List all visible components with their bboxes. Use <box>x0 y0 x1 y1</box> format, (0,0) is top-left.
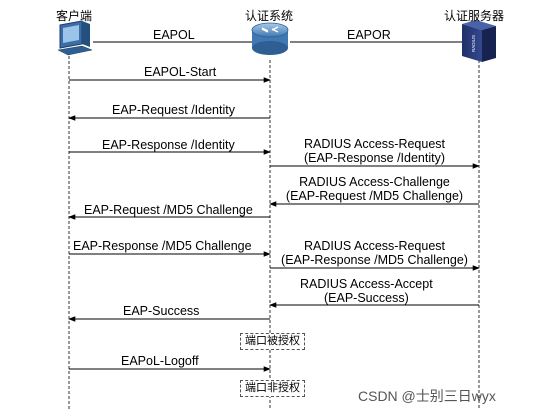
server-icon: RADIUS <box>462 20 496 62</box>
msg-radius-access-request-2-line2: (EAP-Response /MD5 Challenge) <box>281 253 468 267</box>
watermark-text: CSDN @士别三日wyx <box>358 388 496 404</box>
msg-radius-access-challenge-line1: RADIUS Access-Challenge <box>299 175 450 189</box>
msg-eapol-start: EAPOL-Start <box>144 65 217 79</box>
msg-radius-access-accept-line1: RADIUS Access-Accept <box>300 277 433 291</box>
eapol-link-label: EAPOL <box>153 28 195 42</box>
msg-radius-access-accept-line2: (EAP-Success) <box>324 291 409 305</box>
msg-radius-access-request-2-line1: RADIUS Access-Request <box>303 239 446 253</box>
port-authorized-box: 端口被授权 <box>240 333 305 350</box>
auth-system-label: 认证系统 <box>245 9 294 23</box>
msg-eap-request-md5: EAP-Request /MD5 Challenge <box>84 203 253 217</box>
msg-eap-success: EAP-Success <box>123 304 200 318</box>
msg-radius-access-challenge-line2: (EAP-Request /MD5 Challenge) <box>285 189 464 203</box>
router-icon <box>251 22 289 55</box>
server-device-label: RADIUS <box>471 35 476 52</box>
client-label: 客户端 <box>56 9 93 23</box>
port-unauthorized-box: 端口非授权 <box>240 380 305 397</box>
computer-icon <box>57 20 93 56</box>
auth-server-label: 认证服务器 <box>444 9 505 23</box>
msg-radius-access-request-1-line1: RADIUS Access-Request <box>303 137 446 151</box>
msg-eap-response-md5: EAP-Response /MD5 Challenge <box>73 239 252 253</box>
msg-radius-access-request-1-line2: (EAP-Response /Identity) <box>303 151 446 165</box>
msg-eapol-logoff: EAPoL-Logoff <box>121 354 199 368</box>
msg-eap-request-identity: EAP-Request /Identity <box>112 103 235 117</box>
eapor-link-label: EAPOR <box>347 28 391 42</box>
msg-eap-response-identity: EAP-Response /Identity <box>102 138 235 152</box>
